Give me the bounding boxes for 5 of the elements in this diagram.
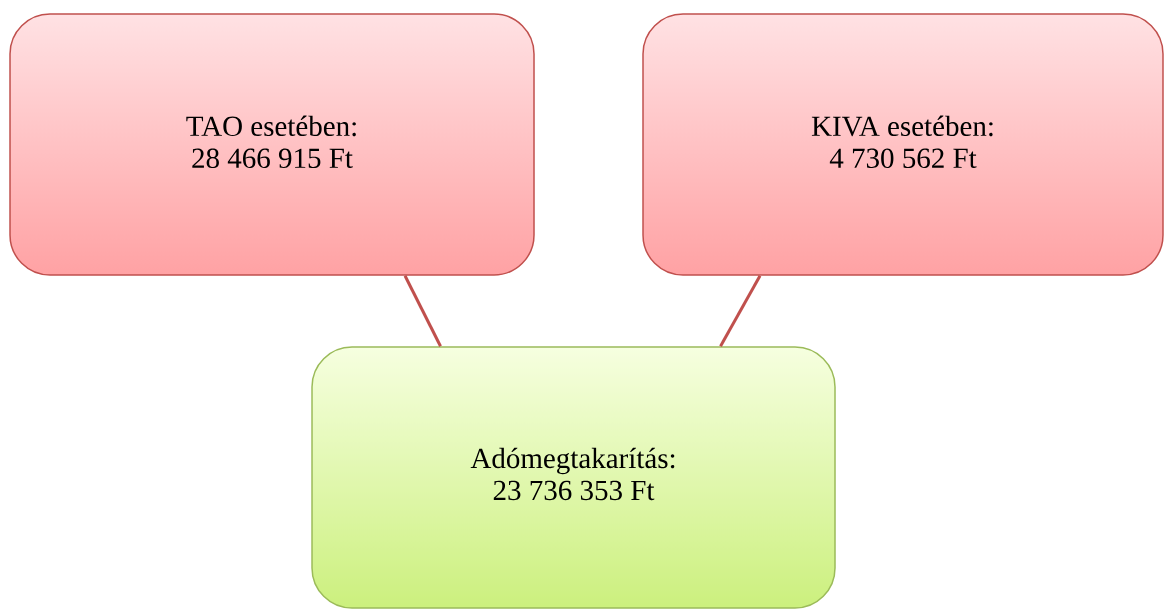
- connector-line: [403, 275, 442, 347]
- rounded-box: TAO esetében: 28 466 915 Ft: [9, 13, 535, 276]
- connector-line: [719, 275, 762, 347]
- rounded-box: Adómegtakarítás: 23 736 353 Ft: [311, 346, 836, 609]
- rounded-box: KIVA esetében: 4 730 562 Ft: [642, 13, 1164, 276]
